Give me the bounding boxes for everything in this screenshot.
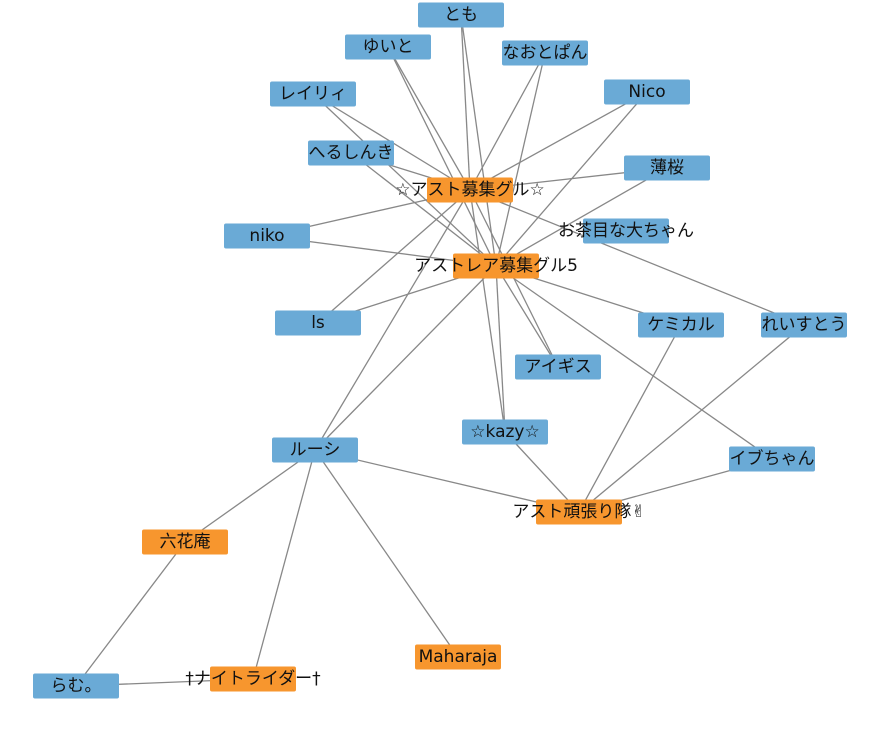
edge-astrea5-kazy [495, 265, 506, 433]
edge-astrea5-herushinki [350, 152, 497, 267]
edge-rikkaan-ramu [75, 541, 186, 687]
member-node-box [729, 446, 815, 472]
member-node-box [33, 673, 119, 699]
member-node-box [761, 312, 847, 338]
node-naotopan[interactable]: なおとぱん [502, 40, 588, 66]
member-node-box [224, 223, 310, 249]
edge-astrea5-rushi [314, 265, 497, 451]
edge-astrea5-aigisu [495, 265, 559, 368]
edge-astganbari-kazy [504, 431, 580, 513]
node-label: なおとぱん [503, 43, 588, 63]
node-rikkaan[interactable]: 六花庵 [142, 529, 228, 555]
node-label: アストレア募集グル5 [414, 256, 578, 276]
node-maharaja[interactable]: Maharaja [415, 644, 501, 670]
edge-astrea5-hazakura [495, 167, 668, 267]
member-node-box [604, 79, 690, 105]
node-label: niko [249, 226, 284, 246]
node-nightrider[interactable]: †ナイトライダー† [185, 666, 321, 692]
group-node-box [427, 177, 513, 203]
member-node-box [502, 40, 588, 66]
node-astrea5[interactable]: アストレア募集グル5 [414, 253, 578, 279]
member-node-box [515, 354, 601, 380]
node-label: Maharaja [419, 647, 498, 667]
edge-astgroup-tomo [460, 14, 471, 191]
edge-astgroup-yuito [387, 46, 471, 191]
edge-astrea5-ibuchan [495, 265, 773, 460]
member-node-box [624, 155, 710, 181]
edge-astgroup-ls [317, 189, 471, 324]
edge-rikkaan-rushi [184, 449, 316, 543]
node-hazakura[interactable]: 薄桜 [624, 155, 710, 181]
node-label: 薄桜 [650, 158, 684, 178]
edge-astrea5-nico_cap [495, 91, 648, 267]
node-niko[interactable]: niko [224, 223, 310, 249]
node-label: お茶目な大ちゃん [558, 221, 694, 241]
member-node-box [308, 140, 394, 166]
node-tomo[interactable]: とも [418, 2, 504, 28]
edge-maharaja-rushi [314, 449, 459, 658]
node-label: 六花庵 [160, 532, 211, 552]
node-astgroup[interactable]: ☆アスト募集グル☆ [395, 177, 545, 203]
node-label: ケミカル [647, 315, 715, 335]
node-label: へるしんき [309, 143, 394, 163]
node-aigisu[interactable]: アイギス [515, 354, 601, 380]
edge-astganbari-reisuto [578, 324, 805, 513]
edge-astgroup-nico_cap [469, 91, 648, 191]
member-node-box [345, 34, 431, 60]
node-astganbari[interactable]: アスト頑張り隊✌ [512, 499, 646, 525]
edge-astganbari-rushi [314, 449, 580, 513]
node-label: ☆kazy☆ [470, 422, 539, 442]
node-label: ls [311, 313, 325, 333]
node-label: とも [444, 5, 478, 25]
node-ramu[interactable]: らむ。 [33, 673, 119, 699]
edge-astgroup-rushi [314, 189, 471, 451]
node-label: れいすとう [762, 315, 847, 335]
node-label: Nico [628, 82, 665, 102]
node-label: †ナイトライダー† [185, 669, 321, 689]
node-label: ゆいと [363, 37, 414, 57]
node-yuito[interactable]: ゆいと [345, 34, 431, 60]
node-label: イブちゃん [730, 448, 815, 469]
group-node-box [210, 666, 296, 692]
node-reiryi[interactable]: レイリィ [270, 81, 356, 107]
node-herushinki[interactable]: へるしんき [308, 140, 394, 166]
member-node-box [275, 310, 361, 336]
edge-nightrider-rushi [252, 449, 316, 680]
node-ls[interactable]: ls [275, 310, 361, 336]
member-node-box [418, 2, 504, 28]
member-node-box [583, 218, 669, 244]
edge-astrea5-tomo [460, 14, 497, 267]
node-label: らむ。 [51, 676, 102, 696]
member-node-box [272, 437, 358, 463]
edge-astgroup-kazy [469, 189, 506, 433]
node-ochame[interactable]: お茶目な大ちゃん [558, 218, 694, 244]
node-label: レイリィ [279, 84, 347, 104]
node-reisuto[interactable]: れいすとう [761, 312, 847, 338]
edge-astrea5-naotopan [495, 52, 546, 267]
edge-astrea5-reiryi [312, 93, 497, 267]
group-node-box [415, 644, 501, 670]
node-kemikaru[interactable]: ケミカル [638, 312, 724, 338]
node-label: ルーシ [290, 440, 341, 460]
node-label: アスト頑張り隊✌ [512, 502, 645, 522]
node-kazy[interactable]: ☆kazy☆ [462, 419, 548, 445]
node-ibuchan[interactable]: イブちゃん [729, 446, 815, 472]
edge-astganbari-kemikaru [578, 324, 682, 513]
node-label: ☆アスト募集グル☆ [395, 180, 544, 200]
member-node-box [270, 81, 356, 107]
edge-layer [75, 14, 805, 687]
group-node-box [142, 529, 228, 555]
node-label: アイギス [524, 357, 591, 377]
edge-astgroup-reisuto [469, 189, 805, 326]
member-node-box [638, 312, 724, 338]
group-node-box [453, 253, 539, 279]
member-node-box [462, 419, 548, 445]
group-node-box [536, 499, 622, 525]
node-nico_cap[interactable]: Nico [604, 79, 690, 105]
node-rushi[interactable]: ルーシ [272, 437, 358, 463]
edge-astrea5-yuito [387, 46, 497, 267]
